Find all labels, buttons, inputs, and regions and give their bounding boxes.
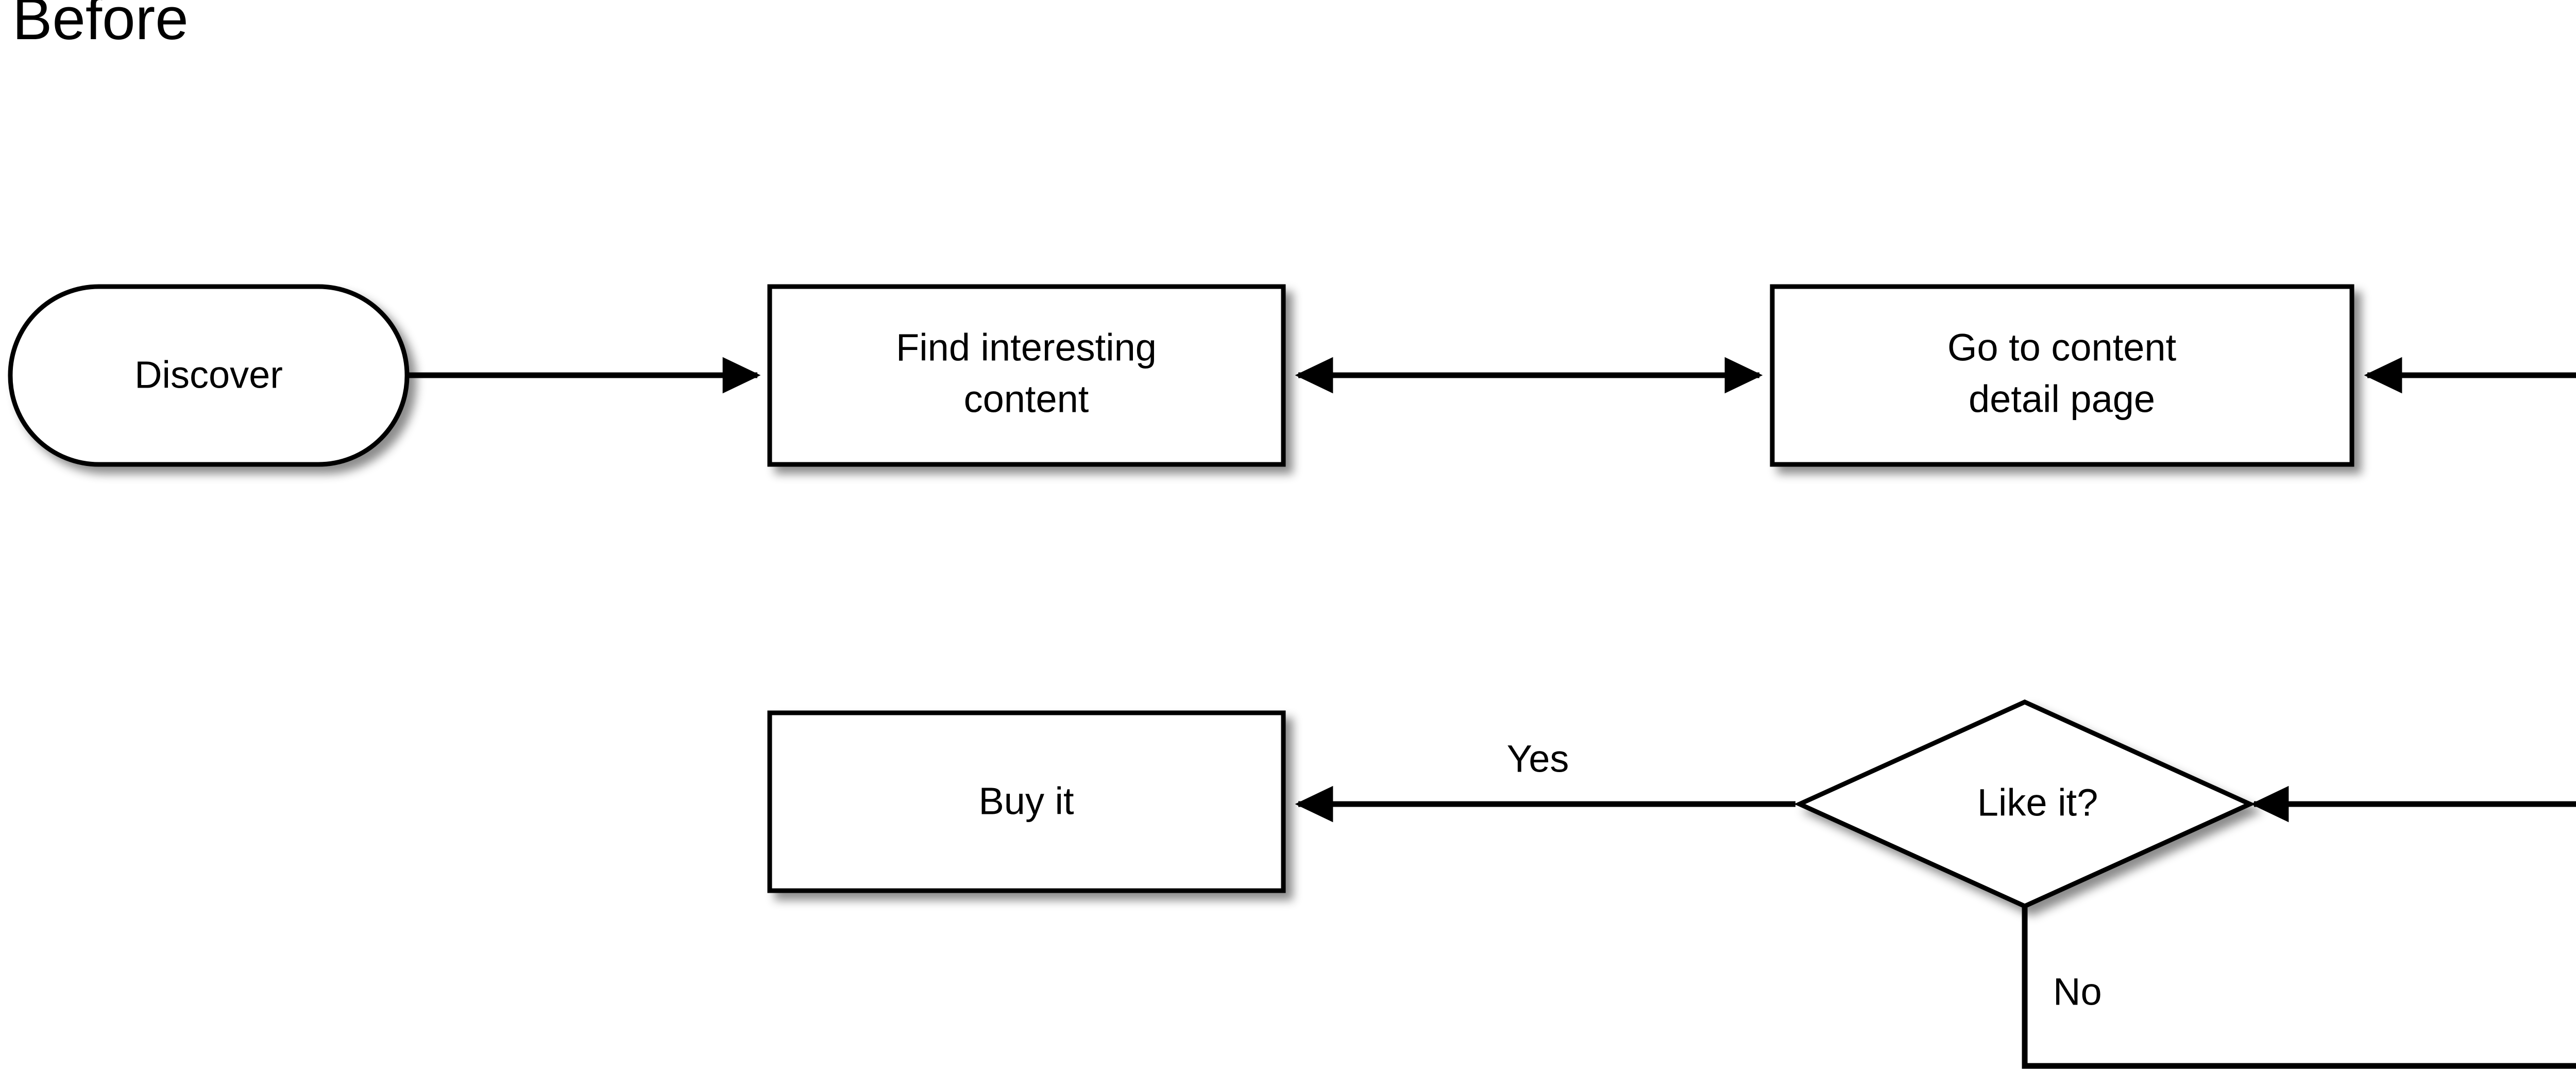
node-like-it-decision-label: Like it? <box>1977 781 2098 824</box>
edge-label-yes: Yes <box>1507 738 1569 780</box>
node-buy-it-shape <box>767 710 1286 893</box>
node-discover-shape <box>8 284 410 467</box>
node-go-to-content-detail-page-shape <box>1770 284 2354 467</box>
node-go-to-content-detail-page[interactable]: Go to content detail page <box>1770 284 2354 467</box>
node-discover[interactable]: Discover <box>8 284 410 467</box>
page-title: Before <box>12 0 189 52</box>
edge-label-no: No <box>2053 971 2102 1013</box>
node-find-interesting-content-label-line2: content <box>964 378 1089 421</box>
node-find-interesting-content[interactable]: Find interesting content <box>767 284 1286 467</box>
node-buy-it[interactable]: Buy it <box>767 710 1286 893</box>
node-like-it-decision-shape <box>1794 699 2256 909</box>
node-find-interesting-content-label-line1: Find interesting <box>896 326 1157 369</box>
node-discover-label: Discover <box>134 354 283 396</box>
edge-like-it-no-to-items-detail <box>2022 871 2576 1069</box>
node-go-to-content-detail-page-label-line2: detail page <box>1969 378 2155 421</box>
node-find-interesting-content-shape <box>767 284 1286 467</box>
node-go-to-content-detail-page-label-line1: Go to content <box>1947 326 2177 369</box>
node-buy-it-label: Buy it <box>978 780 1074 823</box>
node-like-it-decision[interactable]: Like it? <box>1794 699 2256 909</box>
